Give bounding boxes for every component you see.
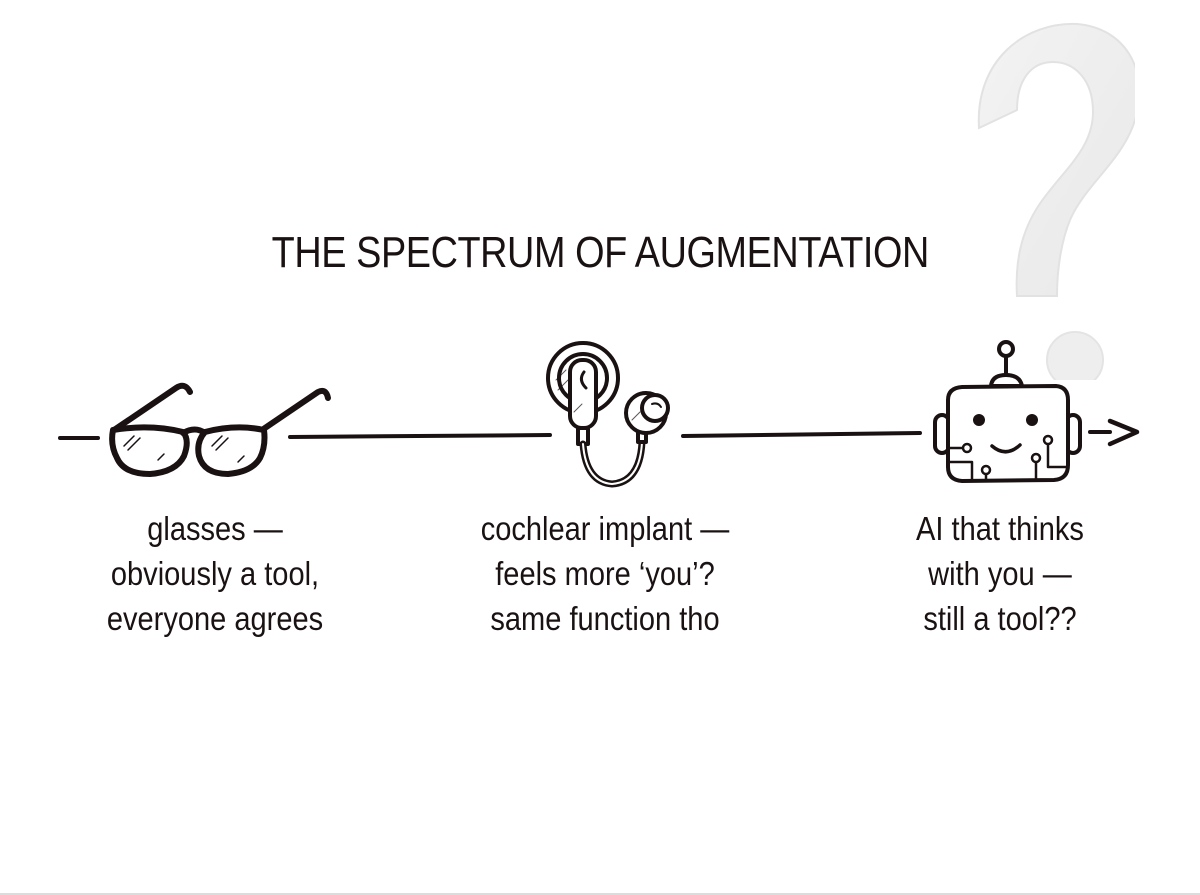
caption-line: AI that thinks [916, 510, 1084, 547]
caption-cochlear-implant: cochlear implant — feels more ‘you’? sam… [460, 506, 750, 641]
caption-line: everyone agrees [106, 600, 324, 637]
caption-line: glasses — [147, 510, 283, 547]
robot-head-icon [933, 340, 1082, 483]
caption-line: still a tool?? [923, 600, 1077, 637]
arrow-right-icon [1107, 418, 1140, 447]
diagram-title: THE SPECTRUM OF AUGMENTATION [271, 228, 930, 277]
caption-line: same function tho [490, 600, 720, 637]
caption-line: with you — [928, 555, 1072, 592]
caption-line: feels more ‘you’? [495, 555, 715, 592]
caption-ai: AI that thinks with you — still a tool?? [899, 506, 1101, 641]
bottom-border [0, 893, 1200, 895]
caption-line: cochlear implant — [480, 510, 730, 547]
cochlear-implant-icon [546, 341, 670, 488]
glasses-icon [109, 382, 331, 477]
caption-glasses: glasses — obviously a tool, everyone agr… [74, 506, 356, 641]
question-mark-icon [977, 22, 1135, 380]
caption-line: obviously a tool, [110, 555, 320, 592]
